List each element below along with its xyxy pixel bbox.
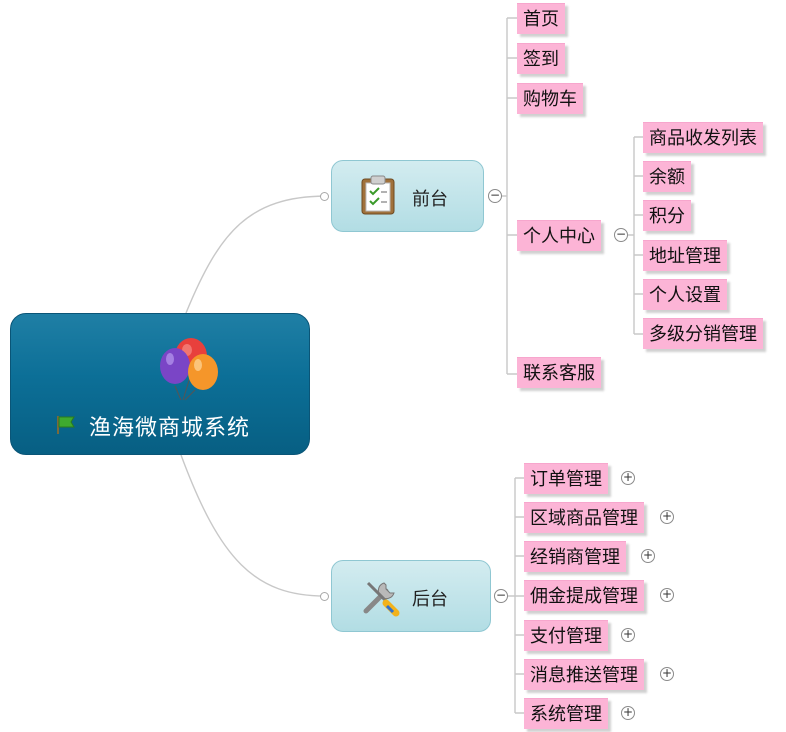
front-topic-label: 前台 (412, 189, 448, 210)
back-item-dealers-expand[interactable]: + (641, 548, 655, 563)
flag-icon (55, 414, 77, 440)
pc-item-address[interactable]: 地址管理 (643, 240, 727, 271)
back-item-payment[interactable]: 支付管理 (524, 620, 608, 651)
tools-icon (360, 575, 402, 621)
back-item-dealers[interactable]: 经销商管理 (524, 541, 626, 572)
root-title: 渔海微商城系统 (89, 416, 251, 441)
clipboard-icon (360, 175, 396, 219)
pc-item-balance[interactable]: 余额 (643, 161, 691, 192)
back-item-commission-expand[interactable]: + (660, 587, 674, 602)
back-item-orders-expand[interactable]: + (621, 470, 635, 485)
back-collapse-toggle[interactable]: − (494, 588, 508, 603)
front-item-personal-center[interactable]: 个人中心 (517, 220, 601, 251)
back-item-regional-goods-expand[interactable]: + (660, 509, 674, 524)
front-item-checkin[interactable]: 签到 (517, 43, 565, 74)
back-item-system[interactable]: 系统管理 (524, 698, 608, 729)
personal-center-collapse-toggle[interactable]: − (614, 227, 628, 242)
front-topic[interactable]: 前台 (331, 160, 484, 232)
pc-item-goods-list[interactable]: 商品收发列表 (643, 122, 763, 153)
front-collapse-toggle[interactable]: − (488, 188, 502, 203)
front-item-cart[interactable]: 购物车 (517, 83, 583, 114)
back-connector-dot (320, 592, 329, 601)
pc-item-distribution[interactable]: 多级分销管理 (643, 318, 763, 349)
front-item-contact-service[interactable]: 联系客服 (517, 357, 601, 388)
back-item-regional-goods[interactable]: 区域商品管理 (524, 502, 644, 533)
back-topic[interactable]: 后台 (331, 560, 491, 632)
back-item-system-expand[interactable]: + (621, 705, 635, 720)
back-item-payment-expand[interactable]: + (621, 627, 635, 642)
back-item-push-messages-expand[interactable]: + (660, 666, 674, 681)
front-item-home[interactable]: 首页 (517, 3, 565, 34)
back-item-orders[interactable]: 订单管理 (524, 463, 608, 494)
pc-item-settings[interactable]: 个人设置 (643, 279, 727, 310)
back-item-push-messages[interactable]: 消息推送管理 (524, 659, 644, 690)
root-topic[interactable]: 渔海微商城系统 (10, 313, 310, 455)
balloons-icon (145, 328, 225, 412)
pc-item-points[interactable]: 积分 (643, 200, 691, 231)
back-item-commission[interactable]: 佣金提成管理 (524, 580, 644, 611)
front-connector-dot (320, 192, 329, 201)
back-topic-label: 后台 (412, 589, 448, 610)
